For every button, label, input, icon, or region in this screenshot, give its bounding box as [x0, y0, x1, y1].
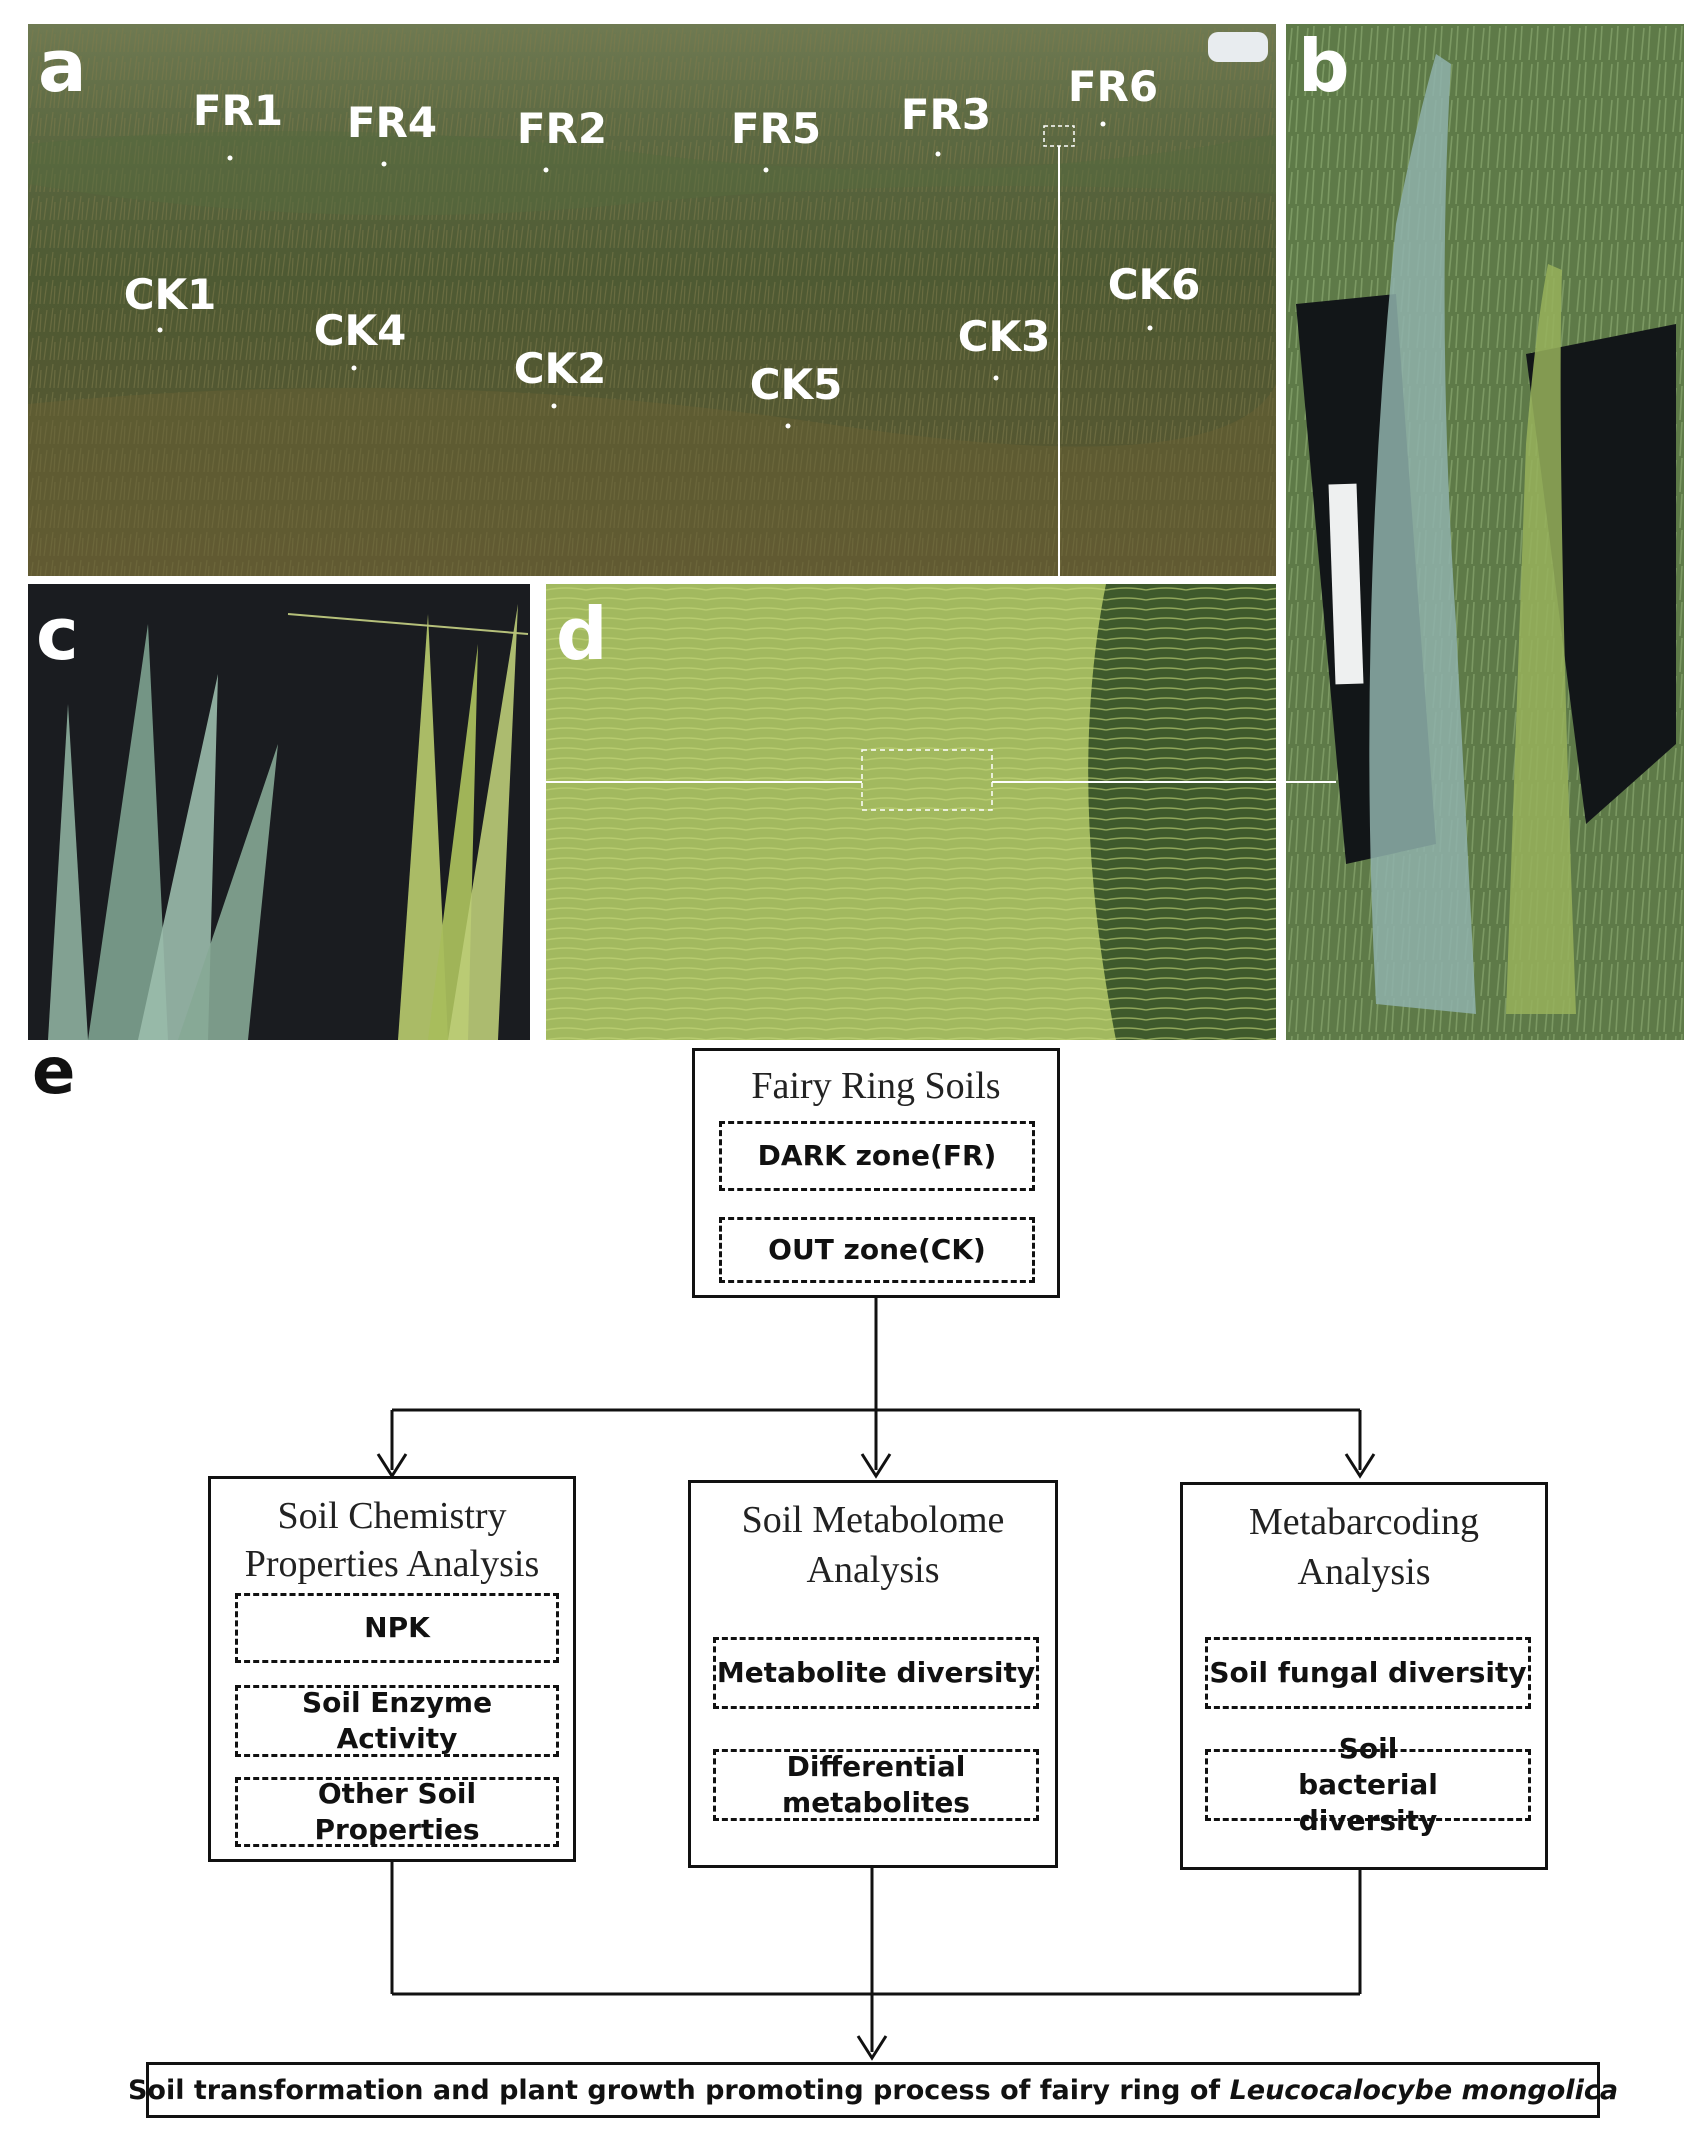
final-outcome-species: Leucocalocybe mongolica: [1229, 2074, 1619, 2106]
plot-marker-ck5: [785, 423, 791, 429]
photo-panel-d: d: [546, 584, 1276, 1040]
out-zone-item: OUT zone(CK): [719, 1217, 1035, 1283]
plot-label-fr4: FR4: [346, 98, 438, 147]
plot-marker-ck6: [1147, 325, 1153, 331]
metabolite-diversity-item: Metabolite diversity: [713, 1637, 1039, 1709]
plot-label-fr5: FR5: [730, 104, 822, 153]
final-outcome-box: Soil transformation and plant growth pro…: [128, 2062, 1618, 2118]
soil-enzyme-activity-item: Soil Enzyme Activity: [235, 1685, 559, 1757]
car-image: [1208, 32, 1268, 62]
soil-metabolome-box: Soil Metabolome Analysis Metabolite dive…: [688, 1480, 1058, 1868]
plot-label-fr6: FR6: [1067, 62, 1159, 111]
npk-item: NPK: [235, 1593, 559, 1663]
plot-marker-fr4: [381, 161, 387, 167]
photo-panel-a: a FR1 FR4 FR2 FR5 FR3 FR6 CK1 CK4 CK2 CK…: [28, 24, 1276, 576]
grass-blades-closeup-image: [28, 584, 530, 1040]
soil-chemistry-title-line1: Soil Chemistry: [277, 1495, 507, 1537]
plot-label-fr2: FR2: [516, 104, 608, 153]
sample-area-outline: [861, 749, 993, 811]
panel-letter-b: b: [1298, 24, 1350, 108]
metabarcoding-title-line1: Metabarcoding: [1248, 1501, 1480, 1543]
plot-marker-ck2: [551, 403, 557, 409]
panel-letter-e: e: [32, 1035, 76, 1109]
plot-marker-fr3: [935, 151, 941, 157]
plot-marker-ck4: [351, 365, 357, 371]
fairy-ring-dark-zone-image: [546, 584, 1276, 1040]
final-outcome-text: Soil transformation and plant growth pro…: [127, 2074, 1221, 2106]
plot-marker-fr1: [227, 155, 233, 161]
photo-panel-c: c: [28, 584, 530, 1040]
panel-letter-a: a: [38, 24, 87, 108]
soil-chemistry-title-line2: Properties Analysis: [244, 1543, 540, 1585]
dark-zone-item: DARK zone(FR): [719, 1121, 1035, 1191]
plot-label-ck6: CK6: [1107, 260, 1201, 309]
plot-label-fr3: FR3: [900, 90, 992, 139]
measuring-ruler: [1328, 483, 1364, 685]
plot-label-ck3: CK3: [957, 312, 1051, 361]
grassland-field-image: [28, 24, 1276, 576]
soil-metabolome-title-line1: Soil Metabolome: [741, 1499, 1005, 1541]
plot-label-fr1: FR1: [192, 86, 284, 135]
metabarcoding-box: Metabarcoding Analysis Soil fungal diver…: [1180, 1482, 1548, 1870]
plot-marker-ck3: [993, 375, 999, 381]
soil-chemistry-box: Soil Chemistry Properties Analysis NPK S…: [208, 1476, 576, 1862]
grass-comparison-ruler-image: [1286, 24, 1684, 1040]
fairy-ring-soils-box: Fairy Ring Soils DARK zone(FR) OUT zone(…: [692, 1048, 1060, 1298]
plot-label-ck5: CK5: [749, 360, 843, 409]
plot-marker-fr6: [1100, 121, 1106, 127]
panel-letter-c: c: [36, 592, 79, 676]
soil-metabolome-title-line2: Analysis: [806, 1549, 940, 1591]
differential-metabolites-item: Differential metabolites: [713, 1749, 1039, 1821]
photo-panel-b: b: [1286, 24, 1684, 1040]
plot-marker-fr5: [763, 167, 769, 173]
soil-bacterial-diversity-item: Soil bacterial diversity: [1205, 1732, 1531, 1837]
soil-fungal-diversity-item: Soil fungal diversity: [1205, 1637, 1531, 1709]
plot-label-ck2: CK2: [513, 344, 607, 393]
fairy-ring-soils-title: Fairy Ring Soils: [751, 1065, 1001, 1107]
plot-marker-fr2: [543, 167, 549, 173]
plot-label-ck1: CK1: [123, 270, 217, 319]
other-soil-properties-item: Other Soil Properties: [235, 1777, 559, 1847]
plot-marker-ck1: [157, 327, 163, 333]
panel-letter-d: d: [556, 592, 608, 676]
metabarcoding-title-line2: Analysis: [1297, 1551, 1431, 1593]
plot-label-ck4: CK4: [313, 306, 407, 355]
